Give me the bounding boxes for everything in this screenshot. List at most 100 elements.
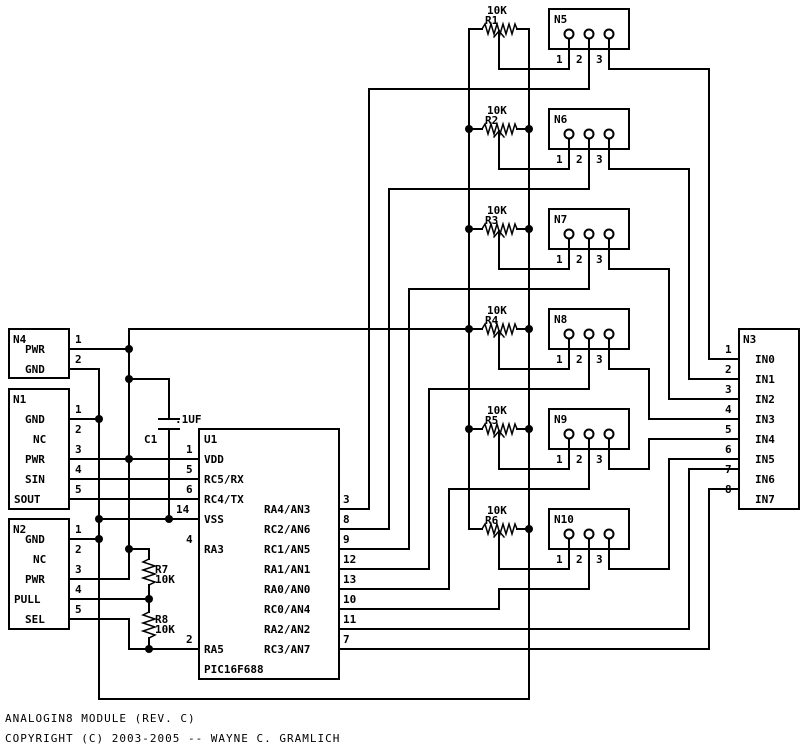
- r7-value: 10K: [155, 573, 175, 586]
- pot-ref: R2: [485, 114, 498, 127]
- n1-ref: N1: [13, 393, 27, 406]
- u1-pin-ra3: RA3: [204, 543, 224, 556]
- header-pin-num: 2: [576, 453, 583, 466]
- connector-n4: N4 PWR GND 1 2: [8, 328, 82, 379]
- u1-pin-vdd: VDD: [204, 453, 224, 466]
- n1-pin3-name: PWR: [25, 453, 45, 466]
- c1-ref: C1: [144, 433, 158, 446]
- footer-copyright: COPYRIGHT (C) 2003-2005 -- WAYNE C. GRAM…: [5, 732, 340, 745]
- n4-pin1-num: 1: [75, 333, 82, 346]
- pot-ref: R6: [485, 514, 499, 527]
- n1-pin1-num: 1: [75, 403, 82, 416]
- header-pin-socket: [603, 328, 615, 340]
- junctions: [95, 125, 533, 653]
- n2-pin3-name: PWR: [25, 573, 45, 586]
- n2-pin3-num: 3: [75, 563, 82, 576]
- n1-pin1-name: GND: [25, 413, 45, 426]
- pot-value: 10K: [487, 104, 507, 117]
- n2-pin2-name: NC: [33, 553, 46, 566]
- u1-pin-num-14: 14: [176, 503, 190, 516]
- header-pin-socket: [583, 128, 595, 140]
- resistor-r7: R7 10K: [140, 557, 175, 587]
- n3-pin-num: 5: [725, 423, 732, 436]
- header-pin-num: 1: [556, 453, 563, 466]
- n2-pin2-num: 2: [75, 543, 82, 556]
- u1-right-pin-num: 7: [343, 633, 350, 646]
- r8-value: 10K: [155, 623, 175, 636]
- header-pin-num: 1: [556, 53, 563, 66]
- header-pin-num: 1: [556, 253, 563, 266]
- header-pin-socket: [583, 528, 595, 540]
- u1-pin-num-1: 1: [186, 443, 193, 456]
- header-pin-socket: [563, 428, 575, 440]
- header-ref: N10: [554, 513, 574, 526]
- n3-pin-name: IN7: [755, 493, 775, 506]
- header-pin-num: 1: [556, 353, 563, 366]
- header-pin-num: 2: [576, 553, 583, 566]
- n4-ref: N4: [13, 333, 27, 346]
- n3-pin-name: IN6: [755, 473, 775, 486]
- u1-pin-num-4: 4: [186, 533, 193, 546]
- header-pin-socket: [603, 428, 615, 440]
- resistor-r8: R8 10K: [140, 610, 175, 640]
- header-pin-num: 3: [596, 153, 603, 166]
- header-pin-num: 3: [596, 353, 603, 366]
- n2-pin5-num: 5: [75, 603, 82, 616]
- u1-right-pin-name: RA1/AN1: [264, 563, 311, 576]
- header-pin-socket: [563, 328, 575, 340]
- u1-pin-rc4: RC4/TX: [204, 493, 244, 506]
- n4-pin1-name: PWR: [25, 343, 45, 356]
- footer-title: ANALOGIN8 MODULE (REV. C): [5, 712, 196, 725]
- n1-pin3-num: 3: [75, 443, 82, 456]
- r7-ref: R7: [155, 563, 168, 576]
- pot-value: 10K: [487, 404, 507, 417]
- n2-ref: N2: [13, 523, 26, 536]
- r8-ref: R8: [155, 613, 168, 626]
- n3-pin-num: 2: [725, 363, 732, 376]
- header-pin-num: 1: [556, 153, 563, 166]
- u1-right-pin-name: RC3/AN7: [264, 643, 310, 656]
- n2-pin1-num: 1: [75, 523, 82, 536]
- connector-n2: N2 GND NC PWR PULL SEL 1 2 3 4 5: [8, 518, 82, 630]
- header-ref: N9: [554, 413, 567, 426]
- u1-pin-vss: VSS: [204, 513, 224, 526]
- header-pin-socket: [563, 528, 575, 540]
- u1-right-pin-num: 13: [343, 573, 356, 586]
- n4-pin2-num: 2: [75, 353, 82, 366]
- header-ref: N6: [554, 113, 568, 126]
- header-pin-num: 2: [576, 153, 583, 166]
- header-pin-num: 2: [576, 53, 583, 66]
- header-pin-num: 3: [596, 453, 603, 466]
- header-pin-num: 2: [576, 253, 583, 266]
- u1-right-pin-num: 9: [343, 533, 350, 546]
- pot-value: 10K: [487, 504, 507, 517]
- pot-value: 10K: [487, 4, 507, 17]
- u1-pin-rc5: RC5/RX: [204, 473, 244, 486]
- pot-ref: R5: [485, 414, 498, 427]
- u1-pin-ra5: RA5: [204, 643, 224, 656]
- n2-pin4-num: 4: [75, 583, 82, 596]
- n1-pin5-num: 5: [75, 483, 82, 496]
- n3-pin-name: IN3: [755, 413, 775, 426]
- wires: [68, 28, 740, 700]
- connector-n1: N1 GND NC PWR SIN SOUT 1 2 3 4 5: [8, 388, 82, 510]
- u1-right-pin-name: RA4/AN3: [264, 503, 310, 516]
- header-pin-socket: [583, 228, 595, 240]
- n3-pin-num: 6: [725, 443, 732, 456]
- header-pin-socket: [603, 228, 615, 240]
- header-pin-socket: [603, 28, 615, 40]
- n2-pin4-name: PULL: [14, 593, 41, 606]
- capacitor-c1: C1 .1UF: [144, 413, 202, 446]
- pot-ref: R1: [485, 14, 499, 27]
- n4-pin2-name: GND: [25, 363, 45, 376]
- u1-right-pin-num: 11: [343, 613, 357, 626]
- pot-ref: R3: [485, 214, 498, 227]
- n1-pin4-name: SIN: [25, 473, 45, 486]
